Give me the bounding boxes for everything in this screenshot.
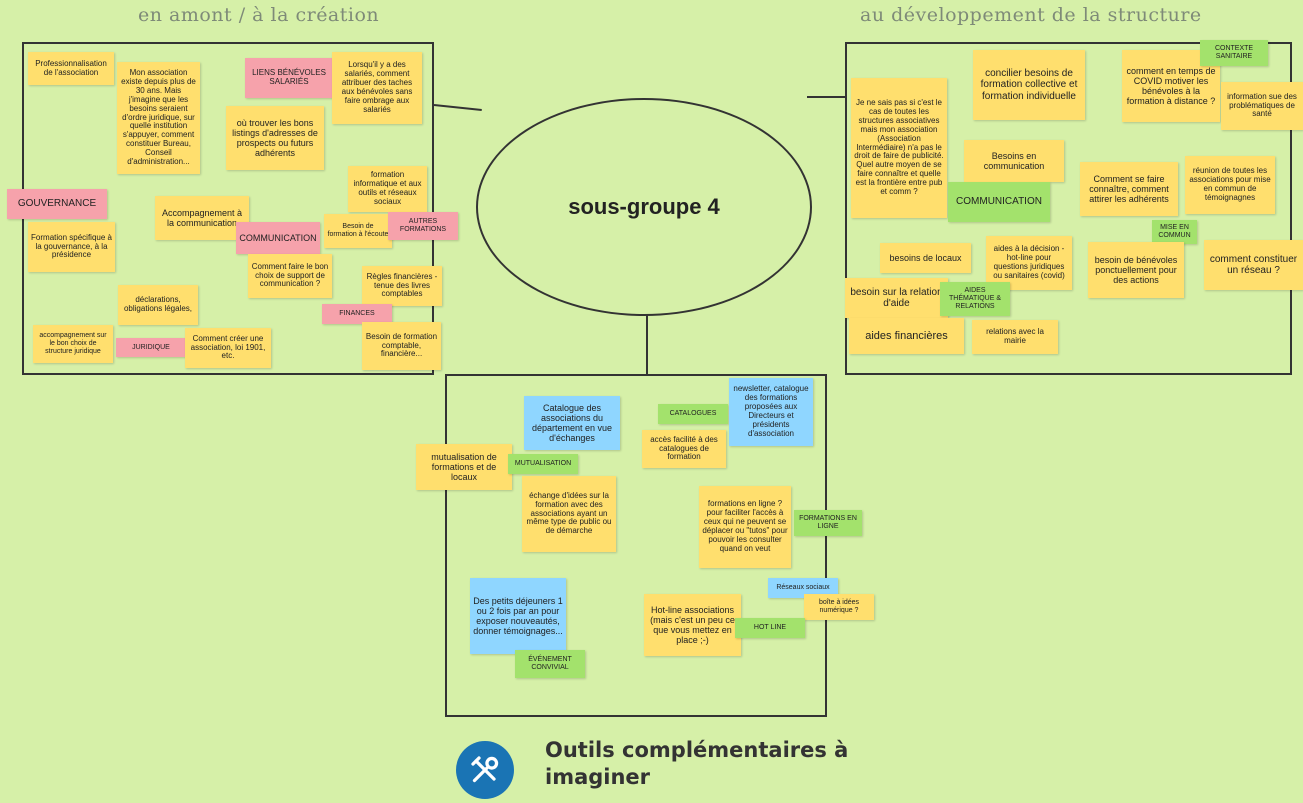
note-declarations[interactable]: déclarations, obligations légales, [118, 285, 198, 325]
note-aides-financieres[interactable]: aides financières [849, 318, 964, 354]
note-boite-idees[interactable]: boîte à idées numérique ? [804, 594, 874, 620]
note-newsletter[interactable]: newsletter, catalogue des formations pro… [729, 378, 813, 446]
note-salaries[interactable]: Lorsqu'il y a des salariés, comment attr… [332, 52, 422, 124]
connector-bottom [646, 315, 648, 375]
connector-left [433, 104, 482, 112]
note-creer-association[interactable]: Comment créer une association, loi 1901,… [185, 328, 271, 368]
note-echange-idees[interactable]: échange d'idées sur la formation avec de… [522, 476, 616, 552]
note-mon-association[interactable]: Mon association existe depuis plus de 30… [117, 62, 200, 174]
note-formation-gouvernance[interactable]: Formation spécifique à la gouvernance, à… [28, 222, 115, 272]
center-label: sous-groupe 4 [568, 194, 720, 219]
tag-gouvernance[interactable]: GOUVERNANCE [7, 189, 107, 219]
note-constituer-reseau[interactable]: comment constituer un réseau ? [1204, 240, 1303, 290]
note-catalogue-associations[interactable]: Catalogue des associations du départemen… [524, 396, 620, 450]
note-information-sante[interactable]: information sue des problématiques de sa… [1221, 82, 1303, 130]
note-formations-en-ligne[interactable]: formations en ligne ? pour faciliter l'a… [699, 486, 791, 568]
note-formation-ecoute[interactable]: Besoin de formation à l'écoute [324, 214, 392, 248]
note-professionnalisation[interactable]: Professionnalisation de l'association [28, 52, 114, 85]
tag-mutualisation[interactable]: MUTUALISATION [508, 454, 578, 474]
note-petits-dejeuners[interactable]: Des petits déjeuners 1 ou 2 fois par an … [470, 578, 566, 654]
note-besoins-locaux[interactable]: besoins de locaux [880, 243, 971, 273]
tag-autres-formations[interactable]: AUTRES FORMATIONS [388, 212, 458, 240]
note-listings[interactable]: où trouver les bons listings d'adresses … [226, 106, 324, 170]
note-reseaux-sociaux[interactable]: Réseaux sociaux [768, 578, 838, 598]
tag-finances[interactable]: FINANCES [322, 304, 392, 324]
note-publicite[interactable]: Je ne sais pas si c'est le cas de toutes… [851, 78, 947, 218]
note-accompagnement-communication[interactable]: Accompagnement à la communication [155, 196, 249, 240]
tag-aides-thematique[interactable]: AIDES THÉMATIQUE & RELATIONS [940, 282, 1010, 316]
tag-evenement-convivial[interactable]: ÉVÉNEMENT CONVIVIAL [515, 650, 585, 678]
tag-liens-benevoles[interactable]: LIENS BÉNÉVOLES SALARIÉS [245, 58, 333, 98]
tag-catalogues[interactable]: CATALOGUES [658, 404, 728, 424]
note-aides-decision[interactable]: aides à la décision - hot-line pour ques… [986, 236, 1072, 290]
center-circle: sous-groupe 4 [476, 98, 812, 316]
note-relations-mairie[interactable]: relations avec la mairie [972, 320, 1058, 354]
tools-icon [456, 741, 514, 799]
tag-communication-left[interactable]: COMMUNICATION [236, 222, 320, 254]
note-hot-line[interactable]: Hot-line associations (mais c'est un peu… [644, 594, 741, 656]
note-besoin-benevoles[interactable]: besoin de bénévoles ponctuellement pour … [1088, 242, 1184, 298]
note-formation-comptable[interactable]: Besoin de formation comptable, financièr… [362, 322, 441, 370]
note-regles-financieres[interactable]: Règles financières - tenue des livres co… [362, 266, 442, 306]
tag-juridique[interactable]: JURIDIQUE [116, 338, 186, 357]
note-besoins-communication[interactable]: Besoins en communication [964, 140, 1064, 182]
note-reunion-associations[interactable]: réunion de toutes les associations pour … [1185, 156, 1275, 214]
note-relation-aide[interactable]: besoin sur la relation d'aide [845, 278, 948, 318]
frame-right [845, 42, 1292, 375]
note-structure-juridique[interactable]: accompagnement sur le bon choix de struc… [33, 325, 113, 363]
connector-right [807, 96, 846, 98]
heading-right: au développement de la structure [860, 4, 1202, 26]
note-concilier-besoins[interactable]: concilier besoins de formation collectiv… [973, 50, 1085, 120]
footer-title: Outils complémentaires à imaginer [545, 738, 849, 790]
tag-mise-en-commun[interactable]: MISE EN COMMUN [1152, 220, 1197, 244]
note-acces-catalogues[interactable]: accès facilité à des catalogues de forma… [642, 430, 726, 468]
tag-communication-right[interactable]: COMMUNICATION [948, 182, 1050, 222]
note-mutualisation[interactable]: mutualisation de formations et de locaux [416, 444, 512, 490]
tag-contexte-sanitaire[interactable]: CONTEXTE SANITAIRE [1200, 40, 1268, 66]
note-choix-support[interactable]: Comment faire le bon choix de support de… [248, 254, 332, 298]
tag-formations-en-ligne[interactable]: FORMATIONS EN LIGNE [794, 510, 862, 536]
heading-left: en amont / à la création [138, 4, 380, 26]
frame-bottom [445, 374, 827, 717]
note-formation-informatique[interactable]: formation informatique et aux outils et … [348, 166, 427, 212]
tag-hot-line[interactable]: HOT LINE [735, 618, 805, 638]
note-se-faire-connaitre[interactable]: Comment se faire connaître, comment atti… [1080, 162, 1178, 216]
